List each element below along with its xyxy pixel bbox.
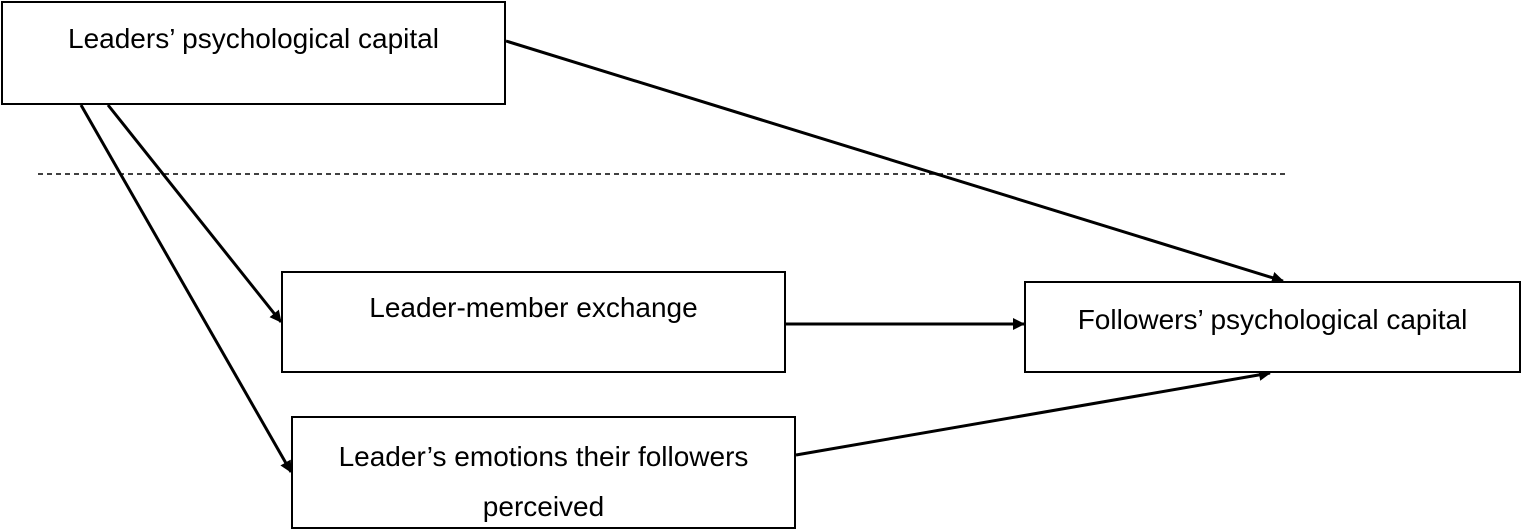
node-label: Leader-member exchange [369,292,698,323]
arrow-leaders-to-lmx [106,104,283,323]
node-label: Leaders’ psychological capital [68,23,439,54]
node-leaders-psychological-capital: Leaders’ psychological capital [1,1,506,105]
node-leader-emotions-perceived: Leader’s emotions their followers percei… [291,416,796,529]
arrow-leaders-to-emotions [79,104,293,473]
node-followers-psychological-capital: Followers’ psychological capital [1024,281,1521,373]
arrow-emotions-to-followers [795,368,1271,457]
node-label: Followers’ psychological capital [1077,304,1468,335]
node-label: Leader’s emotions their followers percei… [338,441,749,522]
arrow-leaders-to-followers [505,39,1284,284]
node-leader-member-exchange: Leader-member exchange [281,271,786,373]
